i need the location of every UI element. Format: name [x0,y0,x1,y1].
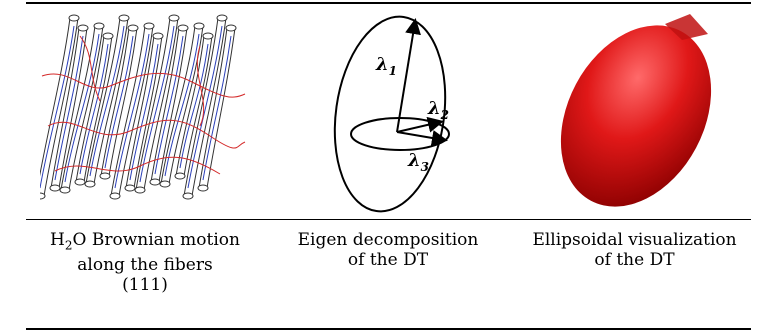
lambda1-label: λ1 [375,54,397,78]
fiber-end [74,178,86,186]
lambda1-arrow [396,18,421,133]
fiber-end [134,186,146,194]
fiber-end [168,14,180,22]
fiber-end [77,24,89,32]
lambda3-arrow [396,130,448,146]
fiber-tube [160,25,204,185]
fiber-tube [198,27,236,189]
fiber-tube [60,25,104,191]
fiber-tube [100,27,138,177]
caption-line: along the fibers [77,255,213,276]
fiber-end [225,24,237,32]
fiber-end [124,184,136,192]
caption-eigen-decomposition: Eigen decomposition of the DT [278,230,498,270]
fiber-diffusion-trace [54,35,84,181]
eigen-decomposition-figure: λ1 λ2 λ3 [290,6,485,216]
fiber-tube [175,35,213,177]
fiber-end [93,22,105,30]
fiber-diffusion-trace [179,43,209,169]
caption-ellipsoid: Ellipsoidal visualization of the DT [512,230,757,270]
fiber-tube [35,17,79,197]
fiber-diffusion-trace [64,33,100,183]
fiber-end [177,24,189,32]
fibers [34,14,237,200]
caption-brownian-motion: H2O Brownian motion along the fibers (11… [30,230,260,295]
brownian-path [79,35,101,102]
fiber-diffusion-trace [187,25,223,189]
fiber-tube [150,27,188,183]
brownian-path [47,119,246,149]
ellipsoid-surface [560,25,712,207]
ellipsoid-facet [665,14,708,40]
fiber-end [202,32,214,40]
brownian-path [41,72,246,98]
brownian-path [196,45,205,127]
fiber-end [109,192,121,200]
fiber-diffusion-trace [202,35,232,181]
table-mid-rule [26,219,751,220]
water-diffusion-paths [39,25,246,189]
fiber-end [193,22,205,30]
fiber-diffusion-trace [89,25,125,177]
lambda2-label: λ2 [427,98,449,122]
fiber-end [149,178,161,186]
caption-line: Eigen decomposition [297,230,479,250]
fiber-tube [135,17,179,191]
lambda3-label: λ3 [407,150,429,174]
fiber-diffusion-trace [39,25,75,189]
fiber-diffusion-trace [79,43,109,175]
fiber-end [118,14,130,22]
fiber-tube [125,35,163,189]
fiber-end [143,22,155,30]
fiber-bundle-illustration [34,14,246,200]
fiber-tube [110,25,154,197]
caption-line: Ellipsoidal visualization [532,230,737,250]
fiber-end [102,32,114,40]
caption-line: (111) [122,275,168,296]
fiber-diffusion-trace [129,43,159,181]
fiber-end [216,14,228,22]
fiber-end [174,172,186,180]
fiber-end [49,184,61,192]
fiber-diffusion-trace [154,35,184,175]
fiber-end [159,180,171,188]
table-top-rule [26,2,751,4]
brownian-motion-figure [34,6,250,216]
fiber-end [34,192,46,200]
ellipsoid-figure [540,6,730,216]
fiber-end [68,14,80,22]
fiber-tube [75,35,113,183]
fiber-end [182,192,194,200]
ellipse-diagram: λ1 λ2 λ3 [333,15,450,213]
table-bottom-rule [26,328,751,330]
caption-line: of the DT [594,250,675,270]
fiber-end [84,180,96,188]
fiber-end [127,24,139,32]
ellipsoid-render [560,14,712,207]
fiber-end [99,172,111,180]
fiber-tube [183,17,227,197]
fiber-diffusion-trace [114,33,150,189]
lambda2-arrow [396,116,444,133]
fiber-end [59,186,71,194]
fiber-diffusion-trace [104,35,134,169]
fiber-end [197,184,209,192]
caption-line: of the DT [347,250,429,270]
fiber-tube [85,17,129,185]
fiber-diffusion-trace [139,25,175,183]
brownian-path [54,156,221,175]
caption-line: H2O Brownian motion [50,230,240,253]
fiber-end [152,32,164,40]
